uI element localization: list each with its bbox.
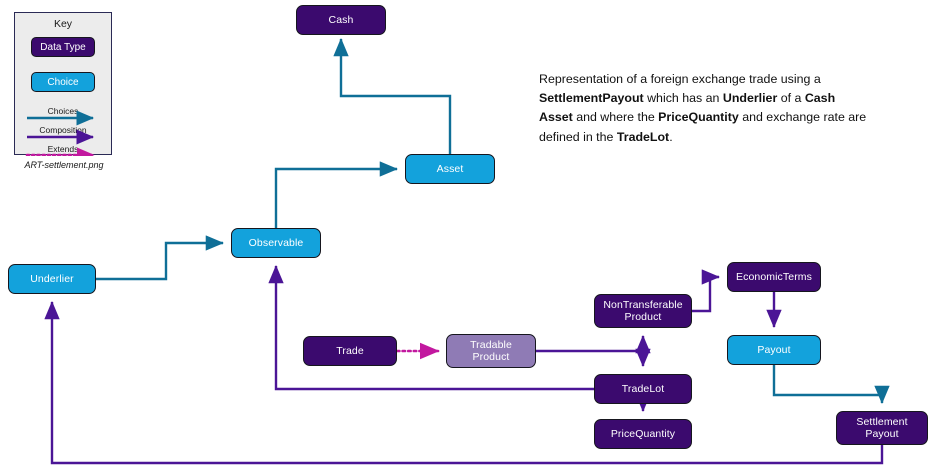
description-fragment: Representation of a foreign exchange tra…: [539, 72, 821, 86]
edge-payout-to-settlementpayout: [772, 365, 890, 404]
description-text: Representation of a foreign exchange tra…: [539, 70, 869, 147]
key-caption: ART-settlement.png: [24, 160, 104, 170]
node-asset[interactable]: Asset: [405, 154, 495, 184]
edge-tradelot-to-observable: [268, 265, 594, 391]
node-economicterms[interactable]: EconomicTerms: [727, 262, 821, 292]
key-legend-label-composition: Composition: [39, 125, 87, 135]
edge-nontransferable-to-economicterms: [692, 269, 720, 313]
description-fragment: of a: [777, 91, 805, 106]
description-term: SettlementPayout: [539, 91, 644, 106]
key-panel: Key Data Type Choice Choices Composition…: [14, 12, 112, 156]
edge-settlementpayout-to-underlier: [44, 301, 884, 465]
node-cash[interactable]: Cash: [296, 5, 386, 35]
description-fragment: and exchange rate are defined in the: [539, 110, 867, 144]
edge-asset-to-cash: [333, 38, 452, 154]
description-term: Underlier: [722, 91, 778, 106]
node-payout[interactable]: Payout: [727, 335, 821, 365]
description-term: TradeLot: [616, 129, 670, 144]
key-chip-data-type: Data Type: [31, 37, 95, 57]
key-chip-choice: Choice: [31, 72, 95, 92]
edge-underlier-to-observable: [96, 235, 224, 281]
description-fragment: .: [669, 129, 673, 144]
description-fragment: which has an: [643, 91, 723, 106]
node-observable[interactable]: Observable: [231, 228, 321, 258]
description-fragment: and where the: [572, 110, 659, 125]
key-title: Key: [53, 18, 73, 30]
key-legend-label-extends: Extends: [47, 144, 79, 154]
description-term: Cash Asset: [539, 91, 836, 125]
key-legend-label-choices: Choices: [47, 106, 79, 116]
edge-observable-to-asset: [274, 161, 398, 228]
node-tradelot[interactable]: TradeLot: [594, 374, 692, 404]
node-trade[interactable]: Trade: [303, 336, 397, 366]
description-term: PriceQuantity: [658, 110, 739, 125]
node-underlier[interactable]: Underlier: [8, 264, 96, 294]
node-pricequantity[interactable]: PriceQuantity: [594, 419, 692, 449]
key-arrow-layer: [25, 110, 95, 156]
